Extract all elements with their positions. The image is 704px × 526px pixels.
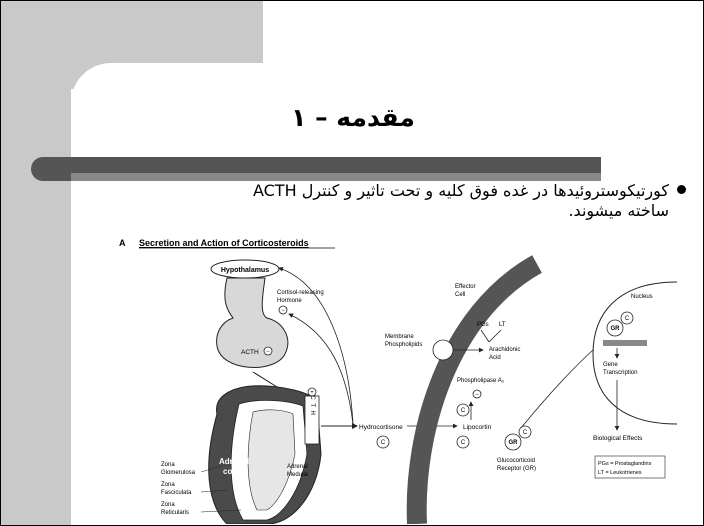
zona-fasciculata-2: Fasciculata xyxy=(161,490,192,496)
zona-reticularis-1: Zona xyxy=(161,502,175,508)
dna-bar xyxy=(603,340,647,346)
figure-panel-letter: A xyxy=(119,238,126,248)
arachidonic-label-1: Arachidonic xyxy=(489,347,520,353)
crh-label-1: Cortisol-releasing xyxy=(277,290,324,296)
legend-line-1: PGs = Prostaglandins xyxy=(598,461,652,467)
svg-text:−: − xyxy=(266,349,270,355)
zona-glomerulosa-1: Zona xyxy=(161,462,175,468)
svg-text:GR: GR xyxy=(509,440,519,446)
svg-text:−: − xyxy=(475,392,479,398)
crh-label-2: Hormone xyxy=(277,298,302,304)
svg-text:C: C xyxy=(381,440,386,446)
adrenal-medulla-label-1: Adrenal xyxy=(287,464,308,470)
svg-text:C: C xyxy=(523,430,528,436)
lt-label: LT xyxy=(499,322,506,328)
gr-label-2: Receptor (GR) xyxy=(497,466,536,472)
slide-title: مقدمه – ۱ xyxy=(1,103,704,132)
bullet-line-1: کورتیکوستروئیدها در غده فوق کلیه و تحت ت… xyxy=(69,181,669,201)
svg-text:C: C xyxy=(625,316,630,322)
svg-text:C: C xyxy=(461,440,466,446)
corticosteroid-diagram: A Secretion and Action of Corticosteroid… xyxy=(117,234,677,524)
membrane-label-2: Phospholipids xyxy=(385,342,422,348)
zona-glomerulosa-2: Glomerulosa xyxy=(161,470,196,476)
acth-label: ACTH xyxy=(241,349,259,356)
svg-text:−: − xyxy=(281,308,285,314)
lipocortin-label: Lipocortin xyxy=(463,424,492,431)
bullet-line-2: ساخته میشوند. xyxy=(69,201,669,221)
nucleus-shape xyxy=(593,282,677,424)
zona-reticularis-2: Reticularis xyxy=(161,510,189,516)
zona-fasciculata-1: Zona xyxy=(161,482,175,488)
effector-cell-label-1: Effector xyxy=(455,284,476,290)
nucleus-label: Nucleus xyxy=(631,294,653,300)
pgs-label: PGs xyxy=(477,322,489,328)
adrenal-cortex-label-1: Adrenal xyxy=(219,457,249,466)
svg-text:C: C xyxy=(461,408,466,414)
biological-effects-label: Biological Effects xyxy=(593,435,643,442)
adrenal-cortex-label-2: cortex xyxy=(223,467,248,476)
bullet-text: کورتیکوستروئیدها در غده فوق کلیه و تحت ت… xyxy=(69,181,669,221)
figure-heading: Secretion and Action of Corticosteroids xyxy=(139,238,309,248)
gray-block-left xyxy=(1,89,71,526)
membrane-label-1: Membrane xyxy=(385,334,414,340)
hydrocortisone-label: Hydrocortisone xyxy=(359,424,403,431)
gr-label-1: Glucocorticoid xyxy=(497,458,535,464)
bullet-point-icon xyxy=(677,185,686,194)
gene-transcription-2: Transcription xyxy=(603,370,637,376)
phospholipase-label: Phospholipase A₂ xyxy=(457,378,505,384)
gene-transcription-1: Gene xyxy=(603,362,618,368)
legend-line-2: LT = Leukotrienes xyxy=(598,470,642,476)
hypothalamus-label: Hypothalamus xyxy=(221,267,269,274)
svg-text:+: + xyxy=(310,390,314,396)
arachidonic-label-2: Acid xyxy=(489,355,501,361)
effector-cell-label-2: Cell xyxy=(455,292,465,298)
adrenal-medulla-label-2: Medulla xyxy=(287,472,309,478)
svg-text:GR: GR xyxy=(611,326,621,332)
title-divider-underline xyxy=(71,173,601,181)
